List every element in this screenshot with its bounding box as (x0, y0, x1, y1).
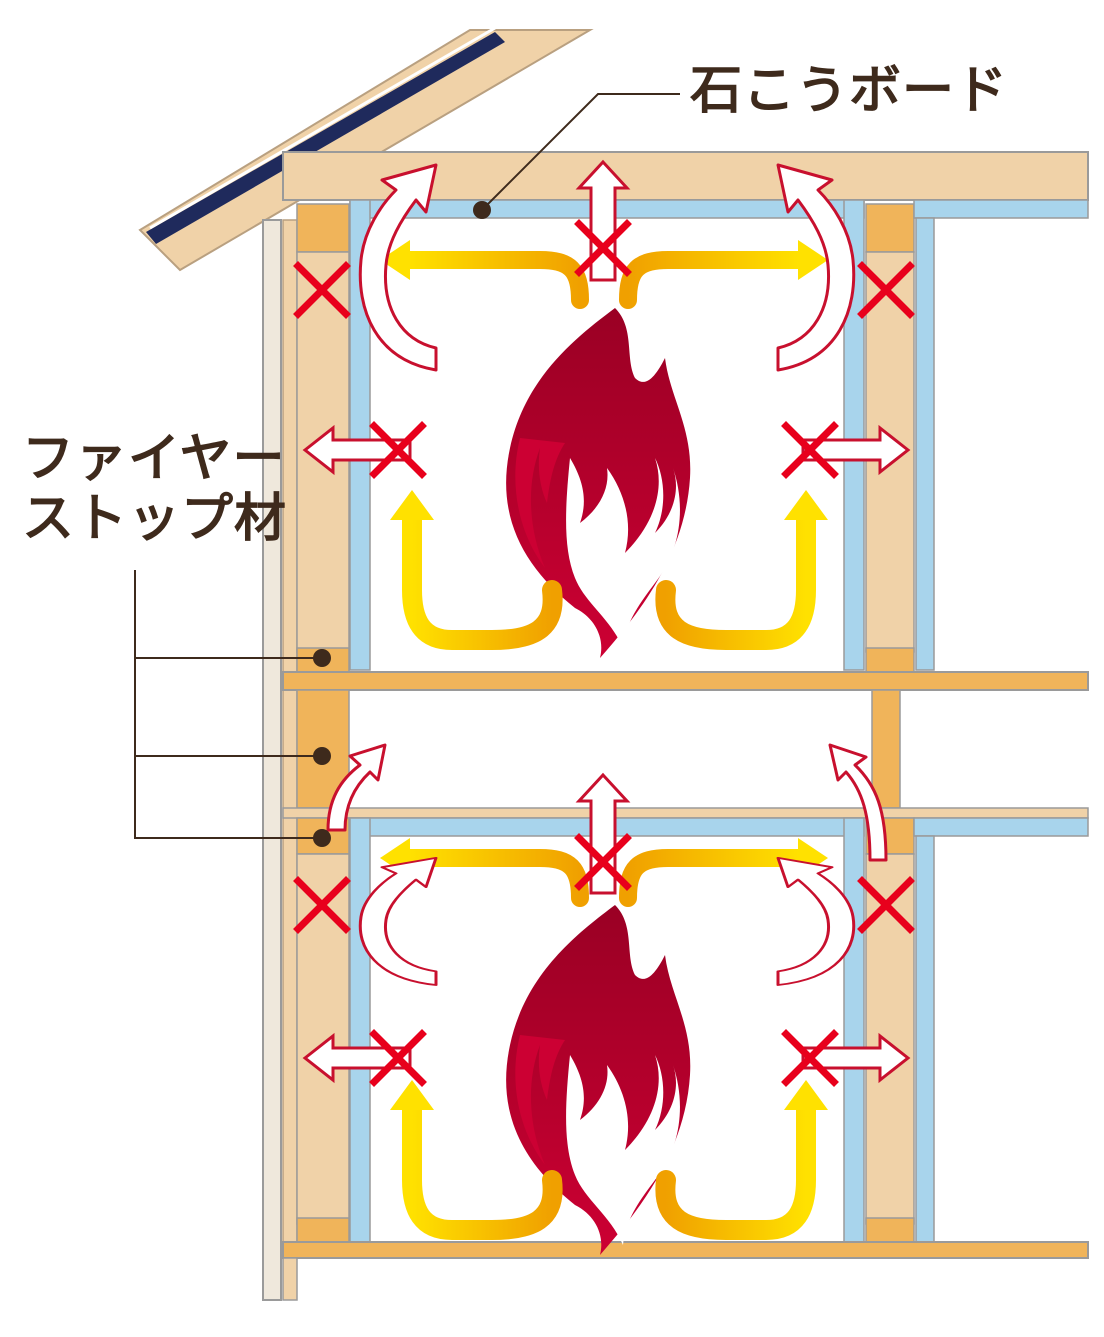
exterior-wall (262, 219, 298, 1301)
gypsum-board-leader (481, 93, 680, 211)
firestop-label-line1: ファイヤー (22, 429, 286, 489)
mid-floor-blocked-arrows (326, 743, 888, 862)
gypsum-board-label: 石こうボード (690, 61, 1009, 121)
firestop-leader-main (134, 570, 322, 839)
blocked-arrow-icon (326, 743, 387, 832)
blocked-arrow-icon (776, 856, 856, 987)
lower-floor-frame (282, 817, 1089, 1301)
roof (138, 26, 594, 272)
firestop-label: ファイヤー ストップ材 (22, 429, 288, 550)
lower-room-fire (298, 773, 910, 1255)
mid-floor-beam (282, 671, 1089, 819)
firestop-marker-1 (313, 649, 331, 667)
heat-flow-arrow-icon (665, 1080, 828, 1230)
upper-room-fire (298, 160, 910, 658)
firestop-marker-2 (313, 747, 331, 765)
blocked-arrow-icon (358, 856, 438, 987)
firestop-marker-3 (313, 829, 331, 847)
firestop-label-line2: ストップ材 (22, 488, 288, 549)
heat-flow-arrow-icon (380, 240, 580, 300)
heat-flow-arrow-icon (628, 240, 828, 300)
gypsum-board-marker (473, 201, 491, 219)
heat-flow-arrow-icon (665, 490, 828, 640)
leader-lines (134, 93, 680, 847)
blocked-arrow-icon (828, 743, 888, 862)
